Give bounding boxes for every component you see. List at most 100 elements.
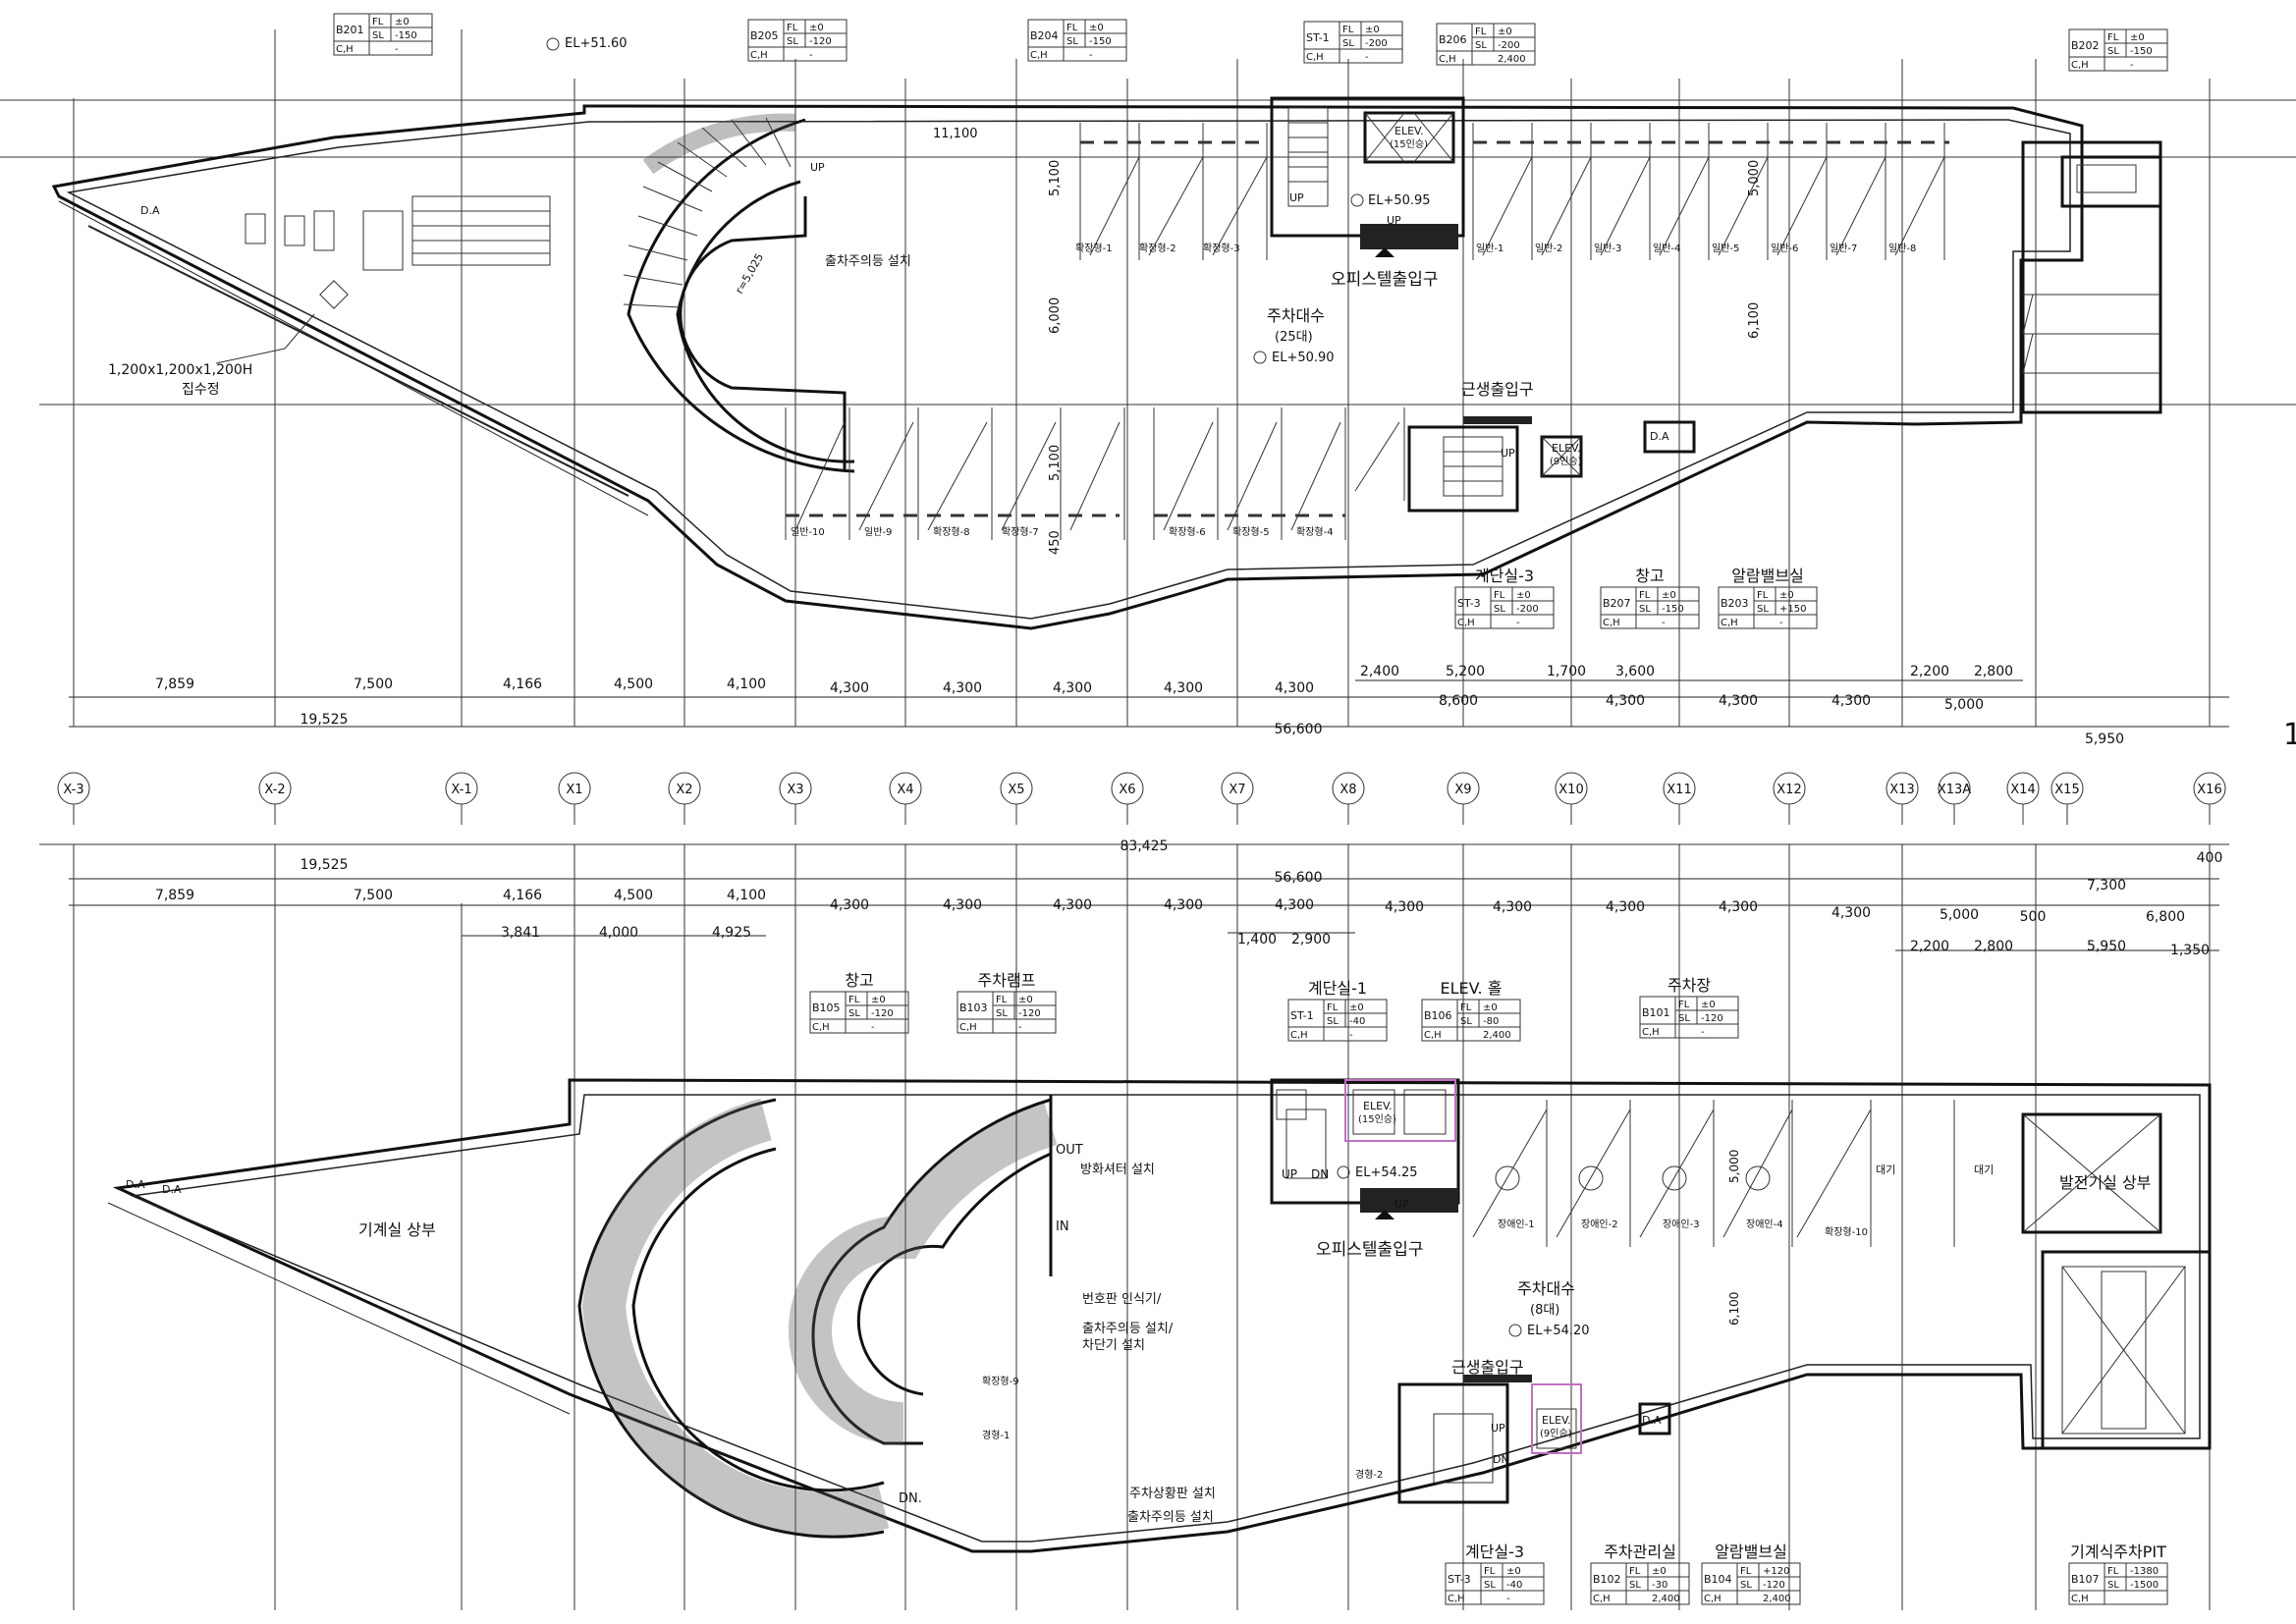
- sl-key: SL: [787, 36, 798, 47]
- axis-bubble: X-3: [57, 772, 90, 825]
- ch-value: -: [1349, 1030, 1353, 1041]
- stall-label: 일반-4: [1653, 243, 1680, 254]
- stall-label: 확장형-2: [1139, 243, 1176, 254]
- lower-dim: 2,200: [1910, 939, 1949, 954]
- upper-dim: 4,300: [1164, 680, 1203, 696]
- lower-room-tags: 창고B105FLSL±0-120C,H-주차램프B103FLSL±0-120C,…: [809, 971, 2168, 1605]
- upper-dim-vertical: 5,100: [1048, 445, 1063, 481]
- stall-label: 경형-2: [1355, 1468, 1383, 1481]
- room-tag-name: 계단실-1: [1308, 979, 1367, 998]
- fl-value: ±0: [1652, 1566, 1667, 1577]
- room-code: B101: [1642, 1006, 1670, 1019]
- axis-label: X9: [1454, 783, 1471, 797]
- upper-dim: 4,100: [727, 677, 766, 692]
- upper-dim: 8,600: [1439, 693, 1478, 709]
- sl-value: -30: [1652, 1580, 1667, 1591]
- lower-da-1: D.A: [126, 1178, 145, 1191]
- ch-key: C,H: [812, 1022, 830, 1033]
- axis-label: X16: [2197, 783, 2221, 797]
- upper-up-1: UP: [1387, 214, 1401, 227]
- lower-dim: 7,300: [2087, 878, 2126, 893]
- upper-dim-b: 2,400: [1360, 664, 1399, 679]
- room-code: ST-3: [1448, 1573, 1471, 1586]
- upper-dim: 4,300: [1719, 693, 1758, 709]
- generator-room-above: 발전기실 상부: [2059, 1173, 2151, 1192]
- axis-bubble: X15: [2050, 772, 2084, 825]
- axis-label: X10: [1558, 783, 1583, 797]
- room-tag-name: 창고: [845, 971, 873, 990]
- room-code: B205: [750, 29, 779, 42]
- upper-stalls-bottom: [785, 407, 1405, 540]
- upper-dim: 4,300: [1831, 693, 1871, 709]
- sl-value: -40: [1506, 1580, 1522, 1591]
- lower-elev-bottom: ELEV.: [1542, 1414, 1571, 1427]
- upper-dim: 4,300: [830, 680, 869, 696]
- lower-dim: 3,841: [501, 925, 540, 941]
- sl-value: -120: [1701, 1013, 1723, 1024]
- lower-da-3: D.A: [1642, 1414, 1662, 1427]
- stall-label: 장애인-4: [1746, 1218, 1783, 1230]
- upper-dim-vertical: 5,100: [1048, 160, 1063, 196]
- ramp-radius: r=5,025: [733, 251, 766, 297]
- lower-dim: 4,300: [830, 897, 869, 913]
- axis-bubble: X14: [2006, 772, 2040, 825]
- lower-dim: 5,950: [2087, 939, 2126, 954]
- axis-bubble: X8: [1332, 772, 1365, 825]
- upper-da-1: D.A: [140, 204, 160, 217]
- upper-warning-light: 출차주의등 설치: [825, 254, 911, 269]
- fl-key: FL: [1678, 1000, 1690, 1010]
- sl-key: SL: [1342, 38, 1354, 49]
- axis-bubble: X6: [1111, 772, 1144, 825]
- upper-elev-bottom-cap: (9인승): [1550, 456, 1582, 467]
- room-code: B207: [1603, 597, 1631, 610]
- upper-plan: [0, 29, 2296, 728]
- lower-up-3: UP: [1491, 1422, 1505, 1435]
- upper-up-2: UP: [1289, 191, 1304, 204]
- upper-dim-vertical: 5,000: [1747, 160, 1762, 196]
- fl-key: FL: [848, 995, 860, 1005]
- ch-value: -: [1018, 1022, 1022, 1033]
- fl-value: ±0: [871, 995, 886, 1005]
- ch-key: C,H: [1030, 50, 1048, 61]
- fl-key: FL: [1342, 25, 1354, 35]
- fl-key: FL: [996, 995, 1008, 1005]
- sl-value: -150: [395, 30, 417, 41]
- lower-dim: 5,000: [1940, 907, 1979, 923]
- stall-label: 일반-1: [1476, 243, 1503, 254]
- lower-plan: [39, 843, 2229, 1610]
- fl-value: ±0: [1662, 590, 1676, 601]
- ch-key: C,H: [1290, 1030, 1308, 1041]
- ch-key: C,H: [1704, 1594, 1722, 1604]
- sl-value: -150: [2130, 46, 2153, 57]
- fl-key: FL: [372, 17, 384, 27]
- lower-dim-6100: 6,100: [1727, 1292, 1741, 1326]
- ch-value: -: [395, 44, 399, 55]
- room-code: B106: [1424, 1009, 1452, 1022]
- fl-key: FL: [1475, 27, 1487, 37]
- lower-dim: 7,859: [155, 888, 194, 903]
- lower-dim: 4,300: [1606, 899, 1645, 915]
- upper-up-4: UP: [1501, 447, 1515, 460]
- lower-dim: 4,166: [503, 888, 542, 903]
- stall-label: 일반-7: [1830, 243, 1857, 254]
- lower-dim: 4,500: [614, 888, 653, 903]
- ch-key: C,H: [1457, 618, 1475, 628]
- ch-value: -: [1701, 1027, 1705, 1038]
- ramp-in: IN: [1056, 1219, 1069, 1234]
- upper-dim-b: 3,600: [1615, 664, 1655, 679]
- upper-dim-b: 2,200: [1910, 664, 1949, 679]
- accessible-stall-icons: [1495, 1165, 1771, 1191]
- wait-2: 대기: [1974, 1164, 1994, 1176]
- upper-room-tags: B201FLSL±0-150C,H-B205FLSL±0-120C,H-B204…: [333, 13, 2168, 629]
- upper-dim: 4,300: [1053, 680, 1092, 696]
- room-tag-name: 계단실-3: [1475, 567, 1534, 585]
- sump-size: 1,200x1,200x1,200H: [108, 362, 252, 378]
- lower-dim: 4,300: [1493, 899, 1532, 915]
- lower-up-1: UP: [1282, 1167, 1297, 1181]
- fl-key: FL: [1639, 590, 1651, 601]
- fl-value: ±0: [1498, 27, 1512, 37]
